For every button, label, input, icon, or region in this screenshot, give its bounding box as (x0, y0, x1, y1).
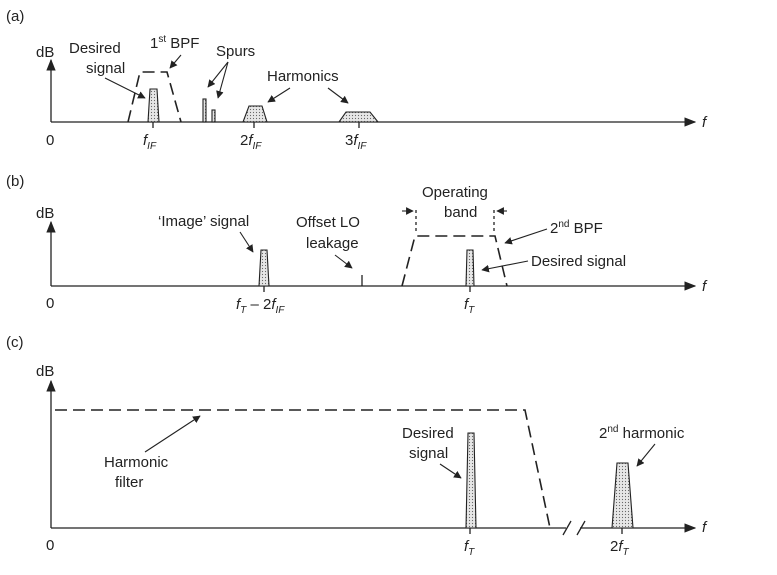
desired-signal (465, 432, 477, 529)
x-axis-label: f (702, 519, 708, 536)
tick-fif: fIF (143, 132, 157, 152)
axis-break-icon (562, 520, 586, 536)
x-axis-label: f (702, 278, 708, 295)
harmonic-filter-label-2: filter (115, 474, 143, 491)
tick-3fif: 3fIF (345, 132, 367, 152)
spur (202, 98, 207, 123)
desired-signal-label: Desired (69, 40, 121, 57)
panel-a: (a) dB f 0 fIF 2fIF 3fIF Desired signal … (6, 8, 708, 152)
first-bpf-label: 1st BPF (150, 34, 199, 52)
second-bpf-label: 2nd BPF (550, 219, 603, 237)
harmonic-filter-label: Harmonic (104, 454, 169, 471)
second-harmonic (242, 105, 268, 123)
desired-signal-label-2: signal (86, 60, 125, 77)
panel-c: (c) dB f 0 fT 2fT Harmonic filter Desire… (6, 334, 708, 558)
lo-leakage-label: Offset LO (296, 214, 360, 231)
second-harmonic (611, 462, 634, 529)
tick-ft-minus-2fif: fT – 2fIF (236, 296, 285, 316)
first-bpf-response (127, 71, 182, 123)
desired-signal-label-2: signal (409, 445, 448, 462)
tick-ft: fT (464, 296, 475, 316)
tick-ft: fT (464, 538, 475, 558)
origin-label: 0 (46, 295, 54, 312)
image-signal (258, 249, 270, 287)
second-bpf-response (401, 235, 508, 287)
desired-signal-label: Desired signal (531, 253, 626, 270)
y-axis-label: dB (36, 363, 54, 380)
image-signal-label: ‘Image’ signal (158, 213, 249, 230)
x-axis-label: f (702, 114, 708, 131)
lo-leakage-label-2: leakage (306, 235, 359, 252)
harmonic-filter-response (55, 409, 551, 529)
origin-label: 0 (46, 537, 54, 554)
panel-label: (c) (6, 334, 24, 351)
desired-signal (147, 88, 160, 123)
spur (211, 109, 216, 123)
origin-label: 0 (46, 132, 54, 149)
second-harmonic-label: 2nd harmonic (599, 424, 685, 442)
y-axis-label: dB (36, 205, 54, 222)
panel-label: (a) (6, 8, 24, 25)
tick-2fif: 2fIF (240, 132, 262, 152)
desired-signal (465, 249, 475, 287)
harmonics-label: Harmonics (267, 68, 339, 85)
tick-2ft: 2fT (610, 538, 630, 558)
panel-b: (b) dB f 0 fT – 2fIF fT ‘Image’ signal O… (6, 173, 708, 316)
operating-band-label: Operating (422, 184, 488, 201)
y-axis-label: dB (36, 44, 54, 61)
spurs-label: Spurs (216, 43, 255, 60)
desired-signal-label: Desired (402, 425, 454, 442)
third-harmonic (337, 111, 380, 123)
panel-label: (b) (6, 173, 24, 190)
operating-band-label-2: band (444, 204, 477, 221)
